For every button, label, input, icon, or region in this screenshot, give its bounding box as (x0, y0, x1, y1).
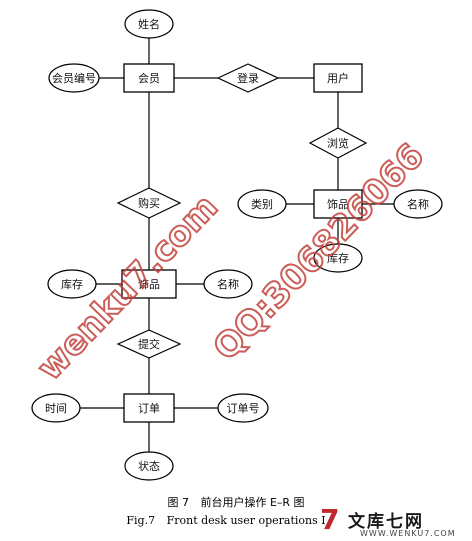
attribute-category: 类别 (237, 189, 287, 219)
figure-caption-cn: 图 7 前台用户操作 E–R 图 (0, 494, 472, 510)
entity-goods-mid: 饰品 (121, 269, 177, 299)
relationship-browse-label: 浏览 (327, 136, 349, 150)
attribute-time-label: 时间 (45, 402, 67, 415)
watermark-qq: QQ:306826066 (206, 136, 432, 368)
relationship-login: 登录 (216, 63, 280, 93)
entity-goods-mid-label: 饰品 (138, 277, 160, 291)
entity-user: 用户 (313, 63, 363, 93)
logo-text: 文库七网 (348, 512, 424, 532)
attribute-stock-mid: 库存 (47, 269, 97, 299)
entity-goods-top: 饰品 (313, 189, 363, 219)
entity-order-label: 订单 (138, 402, 160, 415)
caption-cn-title: 前台用户操作 E–R 图 (200, 496, 305, 509)
attribute-stock-mid-label: 库存 (61, 277, 83, 291)
attribute-category-label: 类别 (251, 197, 273, 211)
logo-mark: 7 (320, 503, 340, 536)
entity-order: 订单 (123, 393, 175, 423)
attribute-status: 状态 (124, 451, 174, 481)
caption-en-title: Front desk user operations I (166, 514, 326, 527)
relationship-login-label: 登录 (237, 71, 259, 85)
attribute-member-no-label: 会员编号 (52, 71, 96, 85)
attribute-order-no: 订单号 (217, 393, 269, 423)
attribute-status-label: 状态 (138, 459, 160, 473)
caption-cn-prefix: 图 7 (167, 496, 189, 509)
attribute-goods-name-label: 名称 (407, 197, 429, 211)
attribute-member-no: 会员编号 (48, 63, 100, 93)
attribute-name-mid-label: 名称 (217, 277, 239, 291)
attribute-name-mid: 名称 (203, 269, 253, 299)
relationship-submit: 提交 (116, 329, 182, 359)
attribute-name-label: 姓名 (138, 17, 160, 31)
relationship-buy-label: 购买 (138, 196, 160, 210)
attribute-name: 姓名 (124, 9, 174, 39)
site-logo: 7 文库七网 WWW.WENKU7.COM (320, 505, 470, 539)
relationship-submit-label: 提交 (138, 337, 160, 351)
entity-member-label: 会员 (138, 72, 160, 85)
entity-user-label: 用户 (327, 71, 349, 85)
caption-en-prefix: Fig.7 (126, 514, 156, 527)
relationship-buy: 购买 (116, 187, 182, 219)
attribute-stock-top: 库存 (313, 243, 363, 273)
attribute-time: 时间 (31, 393, 81, 423)
attribute-goods-name: 名称 (393, 189, 443, 219)
edges (80, 38, 394, 452)
entity-member: 会员 (123, 63, 175, 93)
figure-caption-en: Fig.7 Front desk user operations I (0, 514, 452, 527)
logo-url: WWW.WENKU7.COM (360, 529, 456, 538)
relationship-browse: 浏览 (308, 127, 368, 159)
attribute-order-no-label: 订单号 (227, 402, 260, 415)
attribute-stock-top-label: 库存 (327, 251, 349, 265)
entity-goods-top-label: 饰品 (327, 197, 349, 211)
